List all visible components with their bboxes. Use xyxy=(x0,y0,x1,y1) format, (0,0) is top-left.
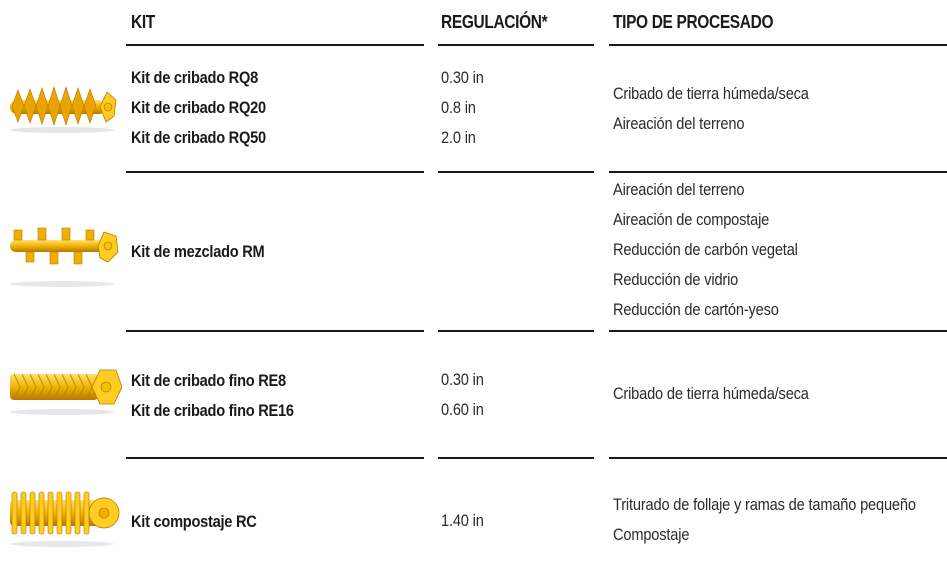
process-text: Triturado de follaje y ramas de tamaño p… xyxy=(613,495,916,514)
screening-rotor-icon xyxy=(4,82,122,134)
regulation-value: 0.60 in xyxy=(441,400,484,419)
process-text: Reducción de cartón-yeso xyxy=(613,300,779,319)
kit-name: Kit de cribado RQ8 xyxy=(131,68,258,87)
header-rule-process xyxy=(609,44,947,46)
row-rule xyxy=(438,330,594,332)
process-text: Cribado de tierra húmeda/seca xyxy=(613,84,809,103)
kit-name: Kit de cribado RQ50 xyxy=(131,128,266,147)
row-rule xyxy=(126,457,424,459)
regulation-value: 0.30 in xyxy=(441,370,484,389)
mixing-rotor-icon xyxy=(4,222,122,288)
process-text: Aireación del terreno xyxy=(613,114,745,133)
regulation-value: 2.0 in xyxy=(441,128,476,147)
regulation-value: 0.30 in xyxy=(441,68,484,87)
header-regulation: REGULACIÓN* xyxy=(441,12,548,32)
header-kit: KIT xyxy=(131,12,155,32)
composting-rotor-icon xyxy=(4,486,122,548)
regulation-value: 0.8 in xyxy=(441,98,476,117)
regulation-value: 1.40 in xyxy=(441,511,484,530)
row-rule xyxy=(126,171,424,173)
kit-name: Kit de cribado fino RE8 xyxy=(131,371,286,390)
row-rule xyxy=(609,457,947,459)
process-text: Reducción de vidrio xyxy=(613,270,739,289)
header-rule-kit xyxy=(126,44,424,46)
kit-name: Kit compostaje RC xyxy=(131,512,257,531)
process-text: Aireación del terreno xyxy=(613,180,745,199)
header-process: TIPO DE PROCESADO xyxy=(613,12,774,32)
fine-screening-rotor-icon xyxy=(4,362,122,416)
kit-name: Kit de mezclado RM xyxy=(131,242,265,261)
row-rule xyxy=(609,171,947,173)
header-rule-regulation xyxy=(438,44,594,46)
process-text: Aireación de compostaje xyxy=(613,210,770,229)
row-rule xyxy=(126,330,424,332)
process-text: Cribado de tierra húmeda/seca xyxy=(613,384,809,403)
row-rule xyxy=(438,171,594,173)
kit-name: Kit de cribado RQ20 xyxy=(131,98,266,117)
kit-name: Kit de cribado fino RE16 xyxy=(131,401,294,420)
row-rule xyxy=(609,330,947,332)
process-text: Reducción de carbón vegetal xyxy=(613,240,798,259)
row-rule xyxy=(438,457,594,459)
process-text: Compostaje xyxy=(613,525,690,544)
